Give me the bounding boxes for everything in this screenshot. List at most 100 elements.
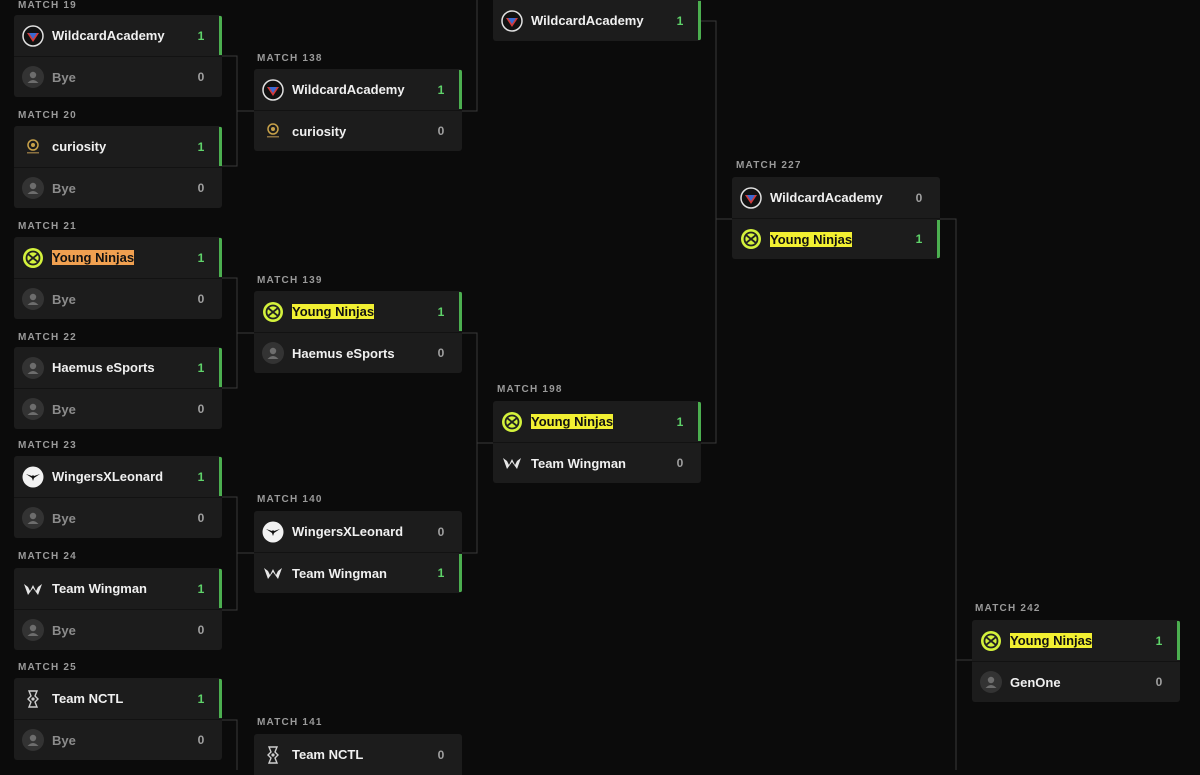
team-row[interactable]: WildcardAcademy 1 (14, 15, 222, 56)
team-score: 1 (197, 139, 205, 154)
wildcard-logo-icon (740, 186, 762, 209)
team-name: Team Wingman (52, 581, 147, 596)
team-name: curiosity (292, 123, 347, 139)
team-row[interactable]: Team Wingman 1 (254, 552, 462, 593)
team-score: 0 (915, 190, 923, 205)
match-card: Team NCTL 1 Bye 0 (14, 678, 222, 760)
match-label: MATCH 139 (257, 275, 323, 286)
young-ninjas-logo-icon (22, 247, 44, 269)
match-card: curiosity 1 Bye 0 (14, 126, 222, 208)
team-score: 1 (197, 581, 205, 596)
team-name: Bye (52, 180, 76, 196)
match-label: MATCH 21 (18, 221, 77, 232)
match-label: MATCH 24 (18, 551, 77, 562)
team-row[interactable]: WingersXLeonard 1 (14, 456, 222, 497)
user-icon (22, 356, 44, 379)
team-row[interactable]: Team Wingman 1 (14, 568, 222, 609)
team-row[interactable]: Bye 0 (14, 388, 222, 429)
team-row[interactable]: Young Ninjas 1 (493, 401, 701, 442)
team-row[interactable]: Team NCTL 0 (254, 734, 462, 775)
team-name: Haemus eSports (292, 345, 395, 361)
user-icon (22, 619, 44, 641)
match-card: Team NCTL 0 (254, 734, 462, 775)
team-row[interactable]: WildcardAcademy 0 (732, 177, 940, 218)
team-row[interactable]: Team NCTL 1 (14, 678, 222, 719)
team-row[interactable]: Haemus eSports 1 (14, 347, 222, 388)
team-score: 1 (437, 82, 445, 97)
team-row[interactable]: curiosity 0 (254, 110, 462, 151)
user-icon (22, 507, 44, 529)
curiosity-logo-icon (22, 136, 44, 158)
team-score: 1 (437, 566, 445, 580)
team-row[interactable]: WildcardAcademy 1 (493, 0, 701, 41)
team-row[interactable]: Young Ninjas 1 (732, 218, 940, 259)
team-row[interactable]: WingersXLeonard 0 (254, 511, 462, 552)
match-label: MATCH 198 (497, 384, 563, 395)
match-card: WildcardAcademy 0 Young Ninjas 1 (732, 177, 940, 259)
team-score: 0 (197, 181, 205, 195)
user-icon (22, 66, 44, 88)
nctl-logo-icon (262, 744, 284, 766)
team-name: WildcardAcademy (52, 28, 165, 43)
team-score: 0 (437, 524, 445, 539)
young-ninjas-logo-icon (262, 301, 284, 323)
team-score: 0 (197, 292, 205, 306)
team-row[interactable]: Bye 0 (14, 609, 222, 650)
team-score: 0 (1155, 675, 1163, 689)
match-card: WingersXLeonard 0 Team Wingman 1 (254, 511, 462, 593)
team-row[interactable]: Young Ninjas 1 (254, 291, 462, 332)
team-score: 0 (437, 346, 445, 360)
team-name: WildcardAcademy (292, 82, 405, 97)
match-card: WingersXLeonard 1 Bye 0 (14, 456, 222, 538)
team-name: Bye (52, 732, 76, 748)
team-name: Team NCTL (52, 691, 124, 706)
user-icon (22, 177, 44, 199)
match-label: MATCH 227 (736, 160, 802, 171)
team-row[interactable]: WildcardAcademy 1 (254, 69, 462, 110)
match-card: WildcardAcademy 1 Bye 0 (14, 15, 222, 97)
team-row[interactable]: Bye 0 (14, 278, 222, 319)
team-name: Bye (52, 291, 76, 307)
match-card: Haemus eSports 1 Bye 0 (14, 347, 222, 429)
team-score: 0 (197, 733, 205, 747)
wingers-logo-icon (22, 466, 44, 488)
young-ninjas-logo-icon (501, 411, 523, 433)
team-name: WildcardAcademy (531, 13, 644, 28)
user-icon (22, 288, 44, 310)
team-name: Haemus eSports (52, 360, 155, 375)
team-row[interactable]: Young Ninjas 1 (14, 237, 222, 278)
team-row[interactable]: Bye 0 (14, 167, 222, 208)
match-label: MATCH 242 (975, 603, 1041, 614)
user-icon (22, 398, 44, 420)
team-row[interactable]: curiosity 1 (14, 126, 222, 167)
team-name: GenOne (1010, 674, 1061, 690)
nctl-logo-icon (22, 688, 44, 710)
team-score: 0 (437, 124, 445, 138)
team-name: Bye (52, 401, 76, 417)
team-name: Bye (52, 510, 76, 526)
match-card: Young Ninjas 1 Haemus eSports 0 (254, 291, 462, 373)
team-row[interactable]: Bye 0 (14, 56, 222, 97)
team-name: curiosity (52, 139, 107, 154)
match-label: MATCH 19 (18, 0, 77, 11)
team-name-text: Young Ninjas (531, 414, 614, 429)
match-card: WildcardAcademy 1 (493, 0, 701, 41)
team-row[interactable]: Bye 0 (14, 719, 222, 760)
wingers-logo-icon (262, 521, 284, 543)
team-name: Young Ninjas (292, 304, 434, 319)
team-row[interactable]: Young Ninjas 1 (972, 620, 1180, 661)
team-row[interactable]: Haemus eSports 0 (254, 332, 462, 373)
team-row[interactable]: GenOne 0 (972, 661, 1180, 702)
team-name: Team NCTL (292, 747, 364, 762)
team-row[interactable]: Team Wingman 0 (493, 442, 701, 483)
team-name-text: Young Ninjas (52, 250, 135, 265)
team-name: WingersXLeonard (292, 524, 404, 539)
user-icon (262, 342, 284, 364)
team-name: Young Ninjas (770, 231, 912, 247)
team-name: Young Ninjas (1010, 633, 1152, 648)
team-name: Team Wingman (531, 455, 626, 471)
team-row[interactable]: Bye 0 (14, 497, 222, 538)
wingman-logo-icon (262, 562, 284, 584)
match-card: Young Ninjas 1 Bye 0 (14, 237, 222, 319)
